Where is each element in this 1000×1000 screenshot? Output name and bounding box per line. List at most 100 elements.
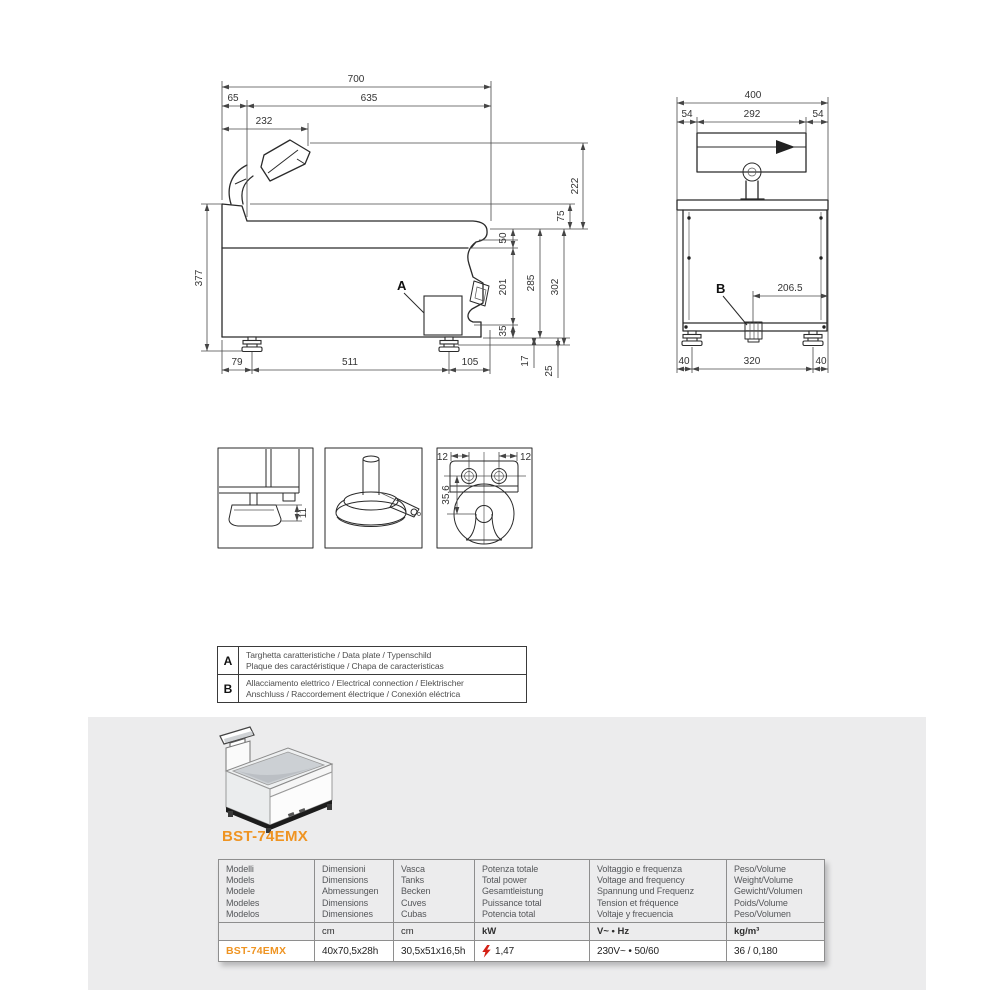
hdr-line: Voltaggio e frequenza [597, 864, 682, 874]
hdr-line: Dimensioni [322, 864, 366, 874]
technical-drawing: 700 65 635 232 222 75 50 201 35 285 302 … [194, 74, 829, 549]
front-arm [696, 132, 807, 200]
cell-tank: 30,5x51x16,5h [393, 940, 475, 963]
spec-header-row: Modelli Models Modele Modeles Modelos Di… [218, 858, 825, 924]
hdr-line: Peso/Volumen [734, 908, 791, 919]
cell-power: 1,47 [474, 940, 590, 963]
dim-79: 79 [231, 357, 243, 368]
unit-empty [218, 922, 315, 942]
dim-17: 17 [520, 355, 531, 367]
unit-weight: kg/m³ [726, 922, 825, 942]
hdr-line: Poids/Volume [734, 897, 788, 908]
unit-tanks: cm [393, 922, 475, 942]
hdr-line: Modelos [226, 908, 260, 919]
hdr-line: Peso/Volume [734, 864, 786, 874]
hdr-line: Total power [482, 875, 527, 886]
dim-285: 285 [526, 274, 537, 291]
hdr-line: Vasca [401, 864, 425, 874]
dim-54-left: 54 [681, 109, 693, 120]
cell-weight: 36 / 0,180 [726, 940, 825, 963]
dim-400: 400 [745, 90, 762, 101]
hdr-line: Abmessungen [322, 886, 379, 897]
hdr-line: Becken [401, 886, 431, 897]
dim-12-right: 12 [520, 452, 532, 463]
spec-units-row: cm cm kW V~ • Hz kg/m³ [218, 922, 825, 942]
dim-206-5: 206.5 [777, 283, 802, 294]
hdr-line: Modele [226, 886, 255, 897]
detail-suction-foot [324, 447, 423, 549]
dim-35: 35 [498, 325, 509, 337]
product-model-label: BST-74EMX [222, 828, 309, 845]
dim-105: 105 [462, 357, 479, 368]
hdr-line: Cubas [401, 908, 427, 919]
legend-a-line1: Targhetta caratteristiche / Data plate /… [246, 650, 432, 660]
dim-222: 222 [570, 177, 581, 194]
data-plate-box [423, 295, 463, 336]
dim-302: 302 [550, 278, 561, 295]
col-dimensions: Dimensioni Dimensions Abmessungen Dimens… [314, 858, 394, 924]
spec-data-row: BST-74EMX 40x70,5x28h 30,5x51x16,5h 1,47… [218, 940, 825, 963]
col-weight: Peso/Volume Weight/Volume Gewicht/Volume… [726, 858, 825, 924]
panel-screws [684, 216, 826, 329]
dim-700: 700 [348, 74, 365, 85]
col-power: Potenza totale Total power Gesamtleistun… [474, 858, 590, 924]
hdr-line: Tanks [401, 875, 425, 886]
side-arm [228, 139, 311, 205]
product-illustration [219, 726, 334, 833]
col-voltage: Voltaggio e frequenza Voltage and freque… [589, 858, 727, 924]
legend-table: A Targhetta caratteristiche / Data plate… [217, 646, 527, 704]
product-panel: BST-74EMX Modelli Models Modele Modeles … [88, 717, 926, 990]
side-foot-left [241, 336, 263, 353]
hdr-line: Spannung und Frequenz [597, 886, 694, 897]
dim-511: 511 [342, 357, 358, 368]
dim-201: 201 [498, 278, 509, 295]
dim-377: 377 [194, 269, 205, 286]
legend-key-a: A [218, 647, 239, 675]
front-foot-right [802, 330, 824, 347]
dim-35-6: 35,6 [441, 485, 452, 505]
dim-50: 50 [498, 232, 509, 244]
label-a: A [397, 278, 407, 293]
detail-foot: 11 [217, 447, 314, 549]
dim-232: 232 [256, 116, 273, 127]
power-lightning-icon [482, 944, 491, 958]
dim-40-left: 40 [678, 356, 690, 367]
legend-text-a: Targhetta caratteristiche / Data plate /… [239, 647, 526, 674]
product-plinth [226, 800, 332, 830]
unit-dimensions: cm [314, 922, 394, 942]
hdr-line: Voltaje y frecuencia [597, 908, 674, 919]
unit-power: kW [474, 922, 590, 942]
label-b: B [716, 281, 725, 296]
hdr-line: Models [226, 875, 255, 886]
legend-a-line2: Plaque des caractéristique / Chapa de ca… [246, 660, 444, 671]
hdr-line: Gesamtleistung [482, 886, 544, 897]
hdr-line: Puissance total [482, 897, 542, 908]
detail-drain: 12 12 35,6 [436, 447, 533, 549]
power-value: 1,47 [495, 945, 515, 957]
dim-292: 292 [744, 109, 761, 120]
hdr-line: Dimensiones [322, 908, 373, 919]
dim-11: 11 [298, 507, 309, 518]
legend-b-line1: Allacciamento elettrico / Electrical con… [246, 678, 464, 689]
dim-12-left: 12 [437, 452, 449, 463]
legend-b-line2: Anschluss / Raccordement électrique / Co… [246, 688, 461, 699]
unit-voltage: V~ • Hz [589, 922, 727, 942]
side-knob [469, 280, 490, 307]
direction-arrow-icon [776, 140, 795, 154]
hdr-line: Voltage and frequency [597, 875, 685, 886]
hdr-line: Dimensions [322, 897, 369, 908]
dim-40-right: 40 [815, 356, 827, 367]
dim-65: 65 [227, 93, 239, 104]
hdr-line: Gewicht/Volumen [734, 886, 803, 897]
spec-table: Modelli Models Modele Modeles Modelos Di… [218, 858, 825, 963]
legend-key-b: B [218, 674, 239, 703]
dim-25: 25 [544, 365, 555, 377]
col-models: Modelli Models Modele Modeles Modelos [218, 858, 315, 924]
hdr-line: Dimensions [322, 875, 369, 886]
side-foot-right [438, 336, 460, 353]
cell-voltage: 230V~ • 50/60 [589, 940, 727, 963]
dim-75: 75 [556, 210, 567, 222]
hdr-line: Weight/Volume [734, 875, 794, 886]
hdr-line: Potencia total [482, 908, 536, 919]
